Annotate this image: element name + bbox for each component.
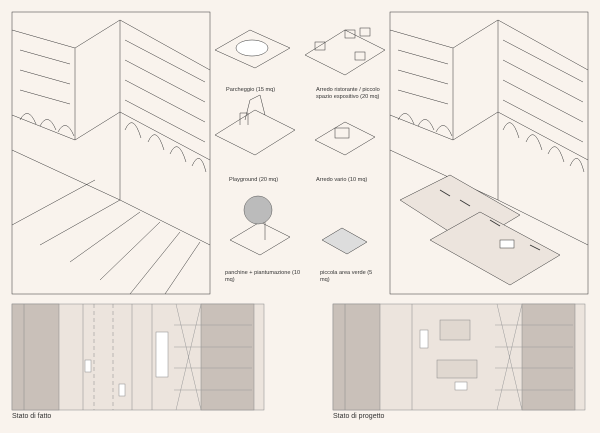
item-label-playground: Playground (20 mq) [229,177,279,183]
item-label-parcheggio: Parcheggio (15 mq) [226,87,276,93]
caption-stato-di-fatto: Stato di fatto [12,413,52,420]
item-label-arredo-ristorante: Arredo ristorante / piccolo spazio espos… [316,87,380,100]
item-parcheggio-drawing [214,29,291,69]
plan-stato-di-fatto [11,303,265,411]
item-area-verde-drawing [321,227,368,255]
item-label-arredo-vario: Arredo vario (10 mq) [316,177,368,183]
item-arredo-vario-drawing [314,121,376,156]
plan-stato-di-progetto [332,303,586,411]
item-panchine-drawing [229,195,291,256]
item-playground-drawing [214,94,296,156]
item-label-panchine: panchine + piantumazione (10 mq) [225,270,301,283]
item-label-area-verde: piccola area verde (5 mq) [320,270,373,283]
axon-stato-di-progetto [389,11,589,295]
item-arredo-ristorante-drawing [304,27,386,76]
axon-stato-di-fatto [11,11,211,295]
caption-stato-di-progetto: Stato di progetto [333,413,385,420]
